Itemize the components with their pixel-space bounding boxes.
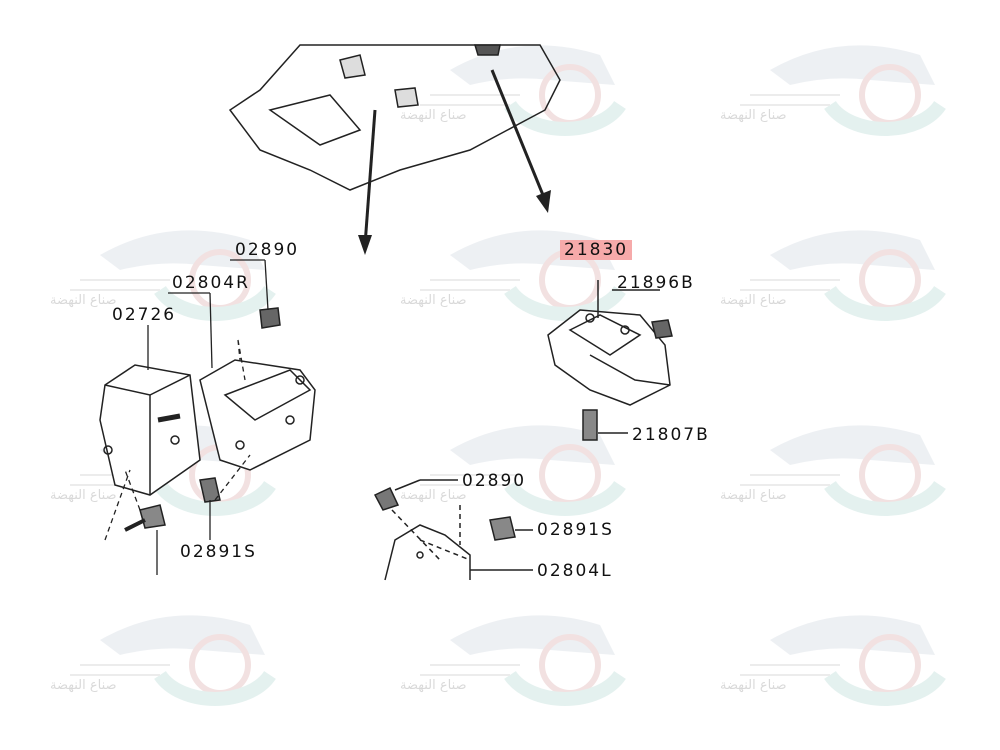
part-label-21896B[interactable]: 21896B bbox=[617, 273, 695, 293]
watermark-logo: صناع النهضة bbox=[400, 215, 630, 325]
watermark-logo: صناع النهضة bbox=[720, 30, 950, 140]
car-gear-icon bbox=[740, 230, 946, 322]
watermark-text: صناع النهضة bbox=[400, 678, 467, 693]
left-mount-02726 bbox=[99, 364, 201, 496]
part-label-02804R[interactable]: 02804R bbox=[172, 273, 250, 293]
part-label-02890-bottom[interactable]: 02890 bbox=[462, 471, 527, 491]
car-gear-icon bbox=[70, 615, 276, 707]
part-label-02891S-bottom[interactable]: 02891S bbox=[537, 520, 614, 540]
part-label-02891S-left[interactable]: 02891S bbox=[180, 542, 257, 562]
watermark-text: صناع النهضة bbox=[720, 678, 787, 693]
watermark-text: صناع النهضة bbox=[400, 108, 467, 123]
watermark-logo: صناع النهضة bbox=[720, 215, 950, 325]
car-gear-icon bbox=[420, 425, 626, 517]
left-leader-lines bbox=[104, 259, 269, 575]
car-gear-icon bbox=[420, 615, 626, 707]
watermark-logo: صناع النهضة bbox=[50, 600, 280, 710]
watermark-text: صناع النهضة bbox=[720, 108, 787, 123]
left-bracket-02804R bbox=[124, 307, 316, 532]
watermark-text: صناع النهضة bbox=[400, 488, 467, 503]
watermark-text: صناع النهضة bbox=[50, 293, 117, 308]
part-label-02804L[interactable]: 02804L bbox=[537, 561, 613, 581]
watermark-logo: صناع النهضة bbox=[720, 410, 950, 520]
part-label-21830-highlighted[interactable]: 21830 bbox=[560, 240, 633, 260]
part-label-21807B[interactable]: 21807B bbox=[632, 425, 710, 445]
watermark-logo: صناع النهضة bbox=[400, 600, 630, 710]
arrows bbox=[358, 69, 551, 255]
part-label-02726[interactable]: 02726 bbox=[112, 305, 177, 325]
watermark-logo: صناع النهضة bbox=[720, 600, 950, 710]
right-mount-21830 bbox=[547, 280, 673, 441]
engine-frame bbox=[228, 44, 561, 191]
watermark-logo: صناع النهضة bbox=[50, 215, 280, 325]
car-gear-icon bbox=[740, 45, 946, 137]
part-label-02890-left[interactable]: 02890 bbox=[235, 240, 300, 260]
car-gear-icon bbox=[740, 425, 946, 517]
car-gear-icon bbox=[740, 615, 946, 707]
bottom-bracket-02804L bbox=[373, 479, 533, 581]
watermark-text: صناع النهضة bbox=[400, 293, 467, 308]
watermark-text: صناع النهضة bbox=[50, 488, 117, 503]
watermark-logo: صناع النهضة bbox=[400, 410, 630, 520]
watermark-text: صناع النهضة bbox=[50, 678, 117, 693]
watermark-text: صناع النهضة bbox=[720, 293, 787, 308]
watermark-text: صناع النهضة bbox=[720, 488, 787, 503]
car-gear-icon bbox=[70, 230, 276, 322]
